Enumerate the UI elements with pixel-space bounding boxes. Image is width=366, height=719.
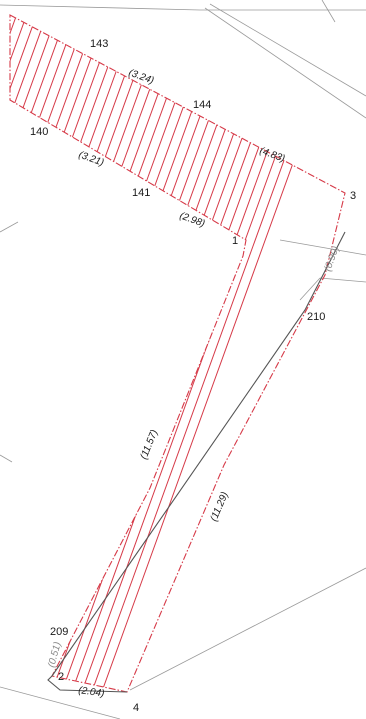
hatch-line bbox=[10, 15, 123, 692]
hatch-line bbox=[10, 15, 113, 692]
hatch-line bbox=[21, 15, 283, 692]
hatch-line bbox=[10, 15, 13, 692]
dimension-label-0-90: (0.90) bbox=[322, 245, 341, 273]
hatch-line bbox=[91, 15, 345, 692]
hatch-line bbox=[51, 15, 313, 692]
left-frame-line bbox=[47, 675, 128, 693]
hatch-line bbox=[10, 15, 43, 692]
hatch-line bbox=[81, 15, 343, 692]
point-label-1: 1 bbox=[232, 235, 238, 247]
point-label-209: 209 bbox=[50, 626, 68, 638]
hatch-line bbox=[10, 15, 83, 692]
point-label-143: 143 bbox=[90, 38, 108, 50]
point-label-140: 140 bbox=[30, 126, 48, 138]
hatch-line bbox=[10, 15, 73, 692]
point-label-3: 3 bbox=[350, 190, 356, 202]
hatch-line bbox=[10, 15, 213, 692]
dimension-label-3-21: (3.21) bbox=[77, 149, 105, 168]
point-label-210: 210 bbox=[307, 311, 325, 323]
dimension-label-11-57: (11.57) bbox=[139, 428, 161, 461]
point-label-141: 141 bbox=[132, 187, 150, 199]
hatch-line bbox=[10, 15, 133, 692]
hatch-line bbox=[10, 15, 93, 692]
diagonal-line bbox=[51, 231, 346, 677]
hatched-area bbox=[10, 15, 345, 692]
hatch-line bbox=[10, 15, 103, 692]
hatch-line bbox=[10, 15, 23, 692]
hatch-line bbox=[11, 15, 273, 692]
point-label-4: 4 bbox=[133, 702, 139, 714]
hatch-line bbox=[10, 15, 33, 692]
hatch-line bbox=[10, 15, 53, 692]
dimension-label-0-51: (0.51) bbox=[46, 641, 63, 669]
dimension-label-4-83: (4.83) bbox=[258, 145, 286, 164]
point-label-144: 144 bbox=[193, 99, 211, 111]
dimension-label-2-04: (2.04) bbox=[78, 685, 105, 700]
dimension-label-11-29: (11.29) bbox=[209, 490, 231, 523]
hatch-line bbox=[10, 15, 263, 692]
point-label-2: 2 bbox=[58, 671, 64, 683]
dimension-label-2-98: (2.98) bbox=[178, 210, 206, 229]
hatch-line bbox=[10, 15, 253, 692]
hatch-line bbox=[41, 15, 303, 692]
